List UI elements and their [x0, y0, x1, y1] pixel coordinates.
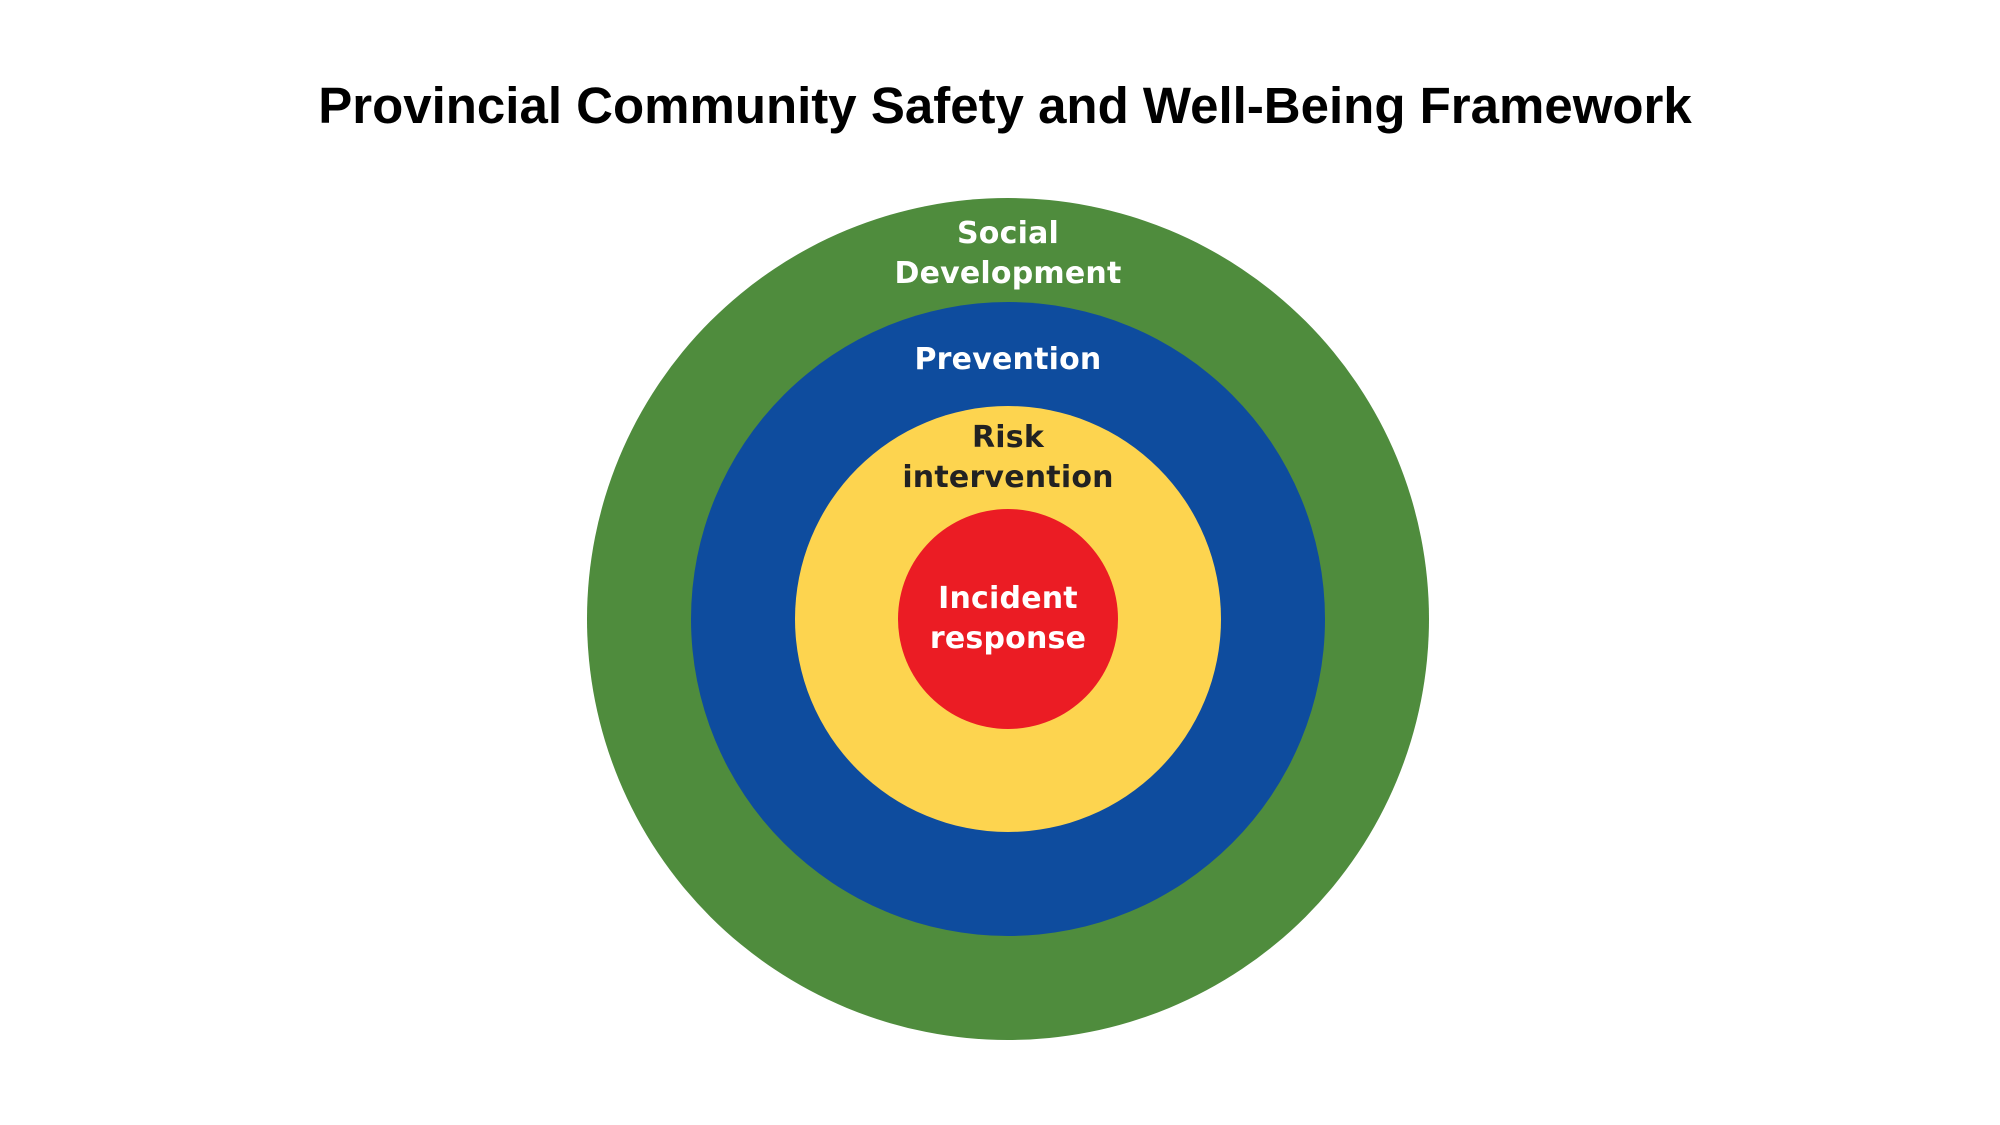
risk-intervention-label-line-2: intervention [902, 460, 1114, 495]
incident-response-label-line-1: Incident [938, 581, 1078, 616]
incident-response-label-line-2: response [929, 621, 1087, 656]
social-development-label-line-2: Development [894, 256, 1122, 291]
risk-intervention-label-line-1: Risk [972, 420, 1044, 455]
incident-response-label: Incident response [898, 579, 1118, 659]
prevention-label: Prevention [691, 340, 1325, 380]
prevention-label-line-1: Prevention [914, 342, 1102, 377]
incident-response-circle: Incident response [898, 509, 1118, 729]
social-development-label-line-1: Social [956, 216, 1059, 251]
risk-intervention-label: Risk intervention [795, 418, 1221, 498]
page-title: Provincial Community Safety and Well-Bei… [318, 77, 1692, 134]
social-development-label: Social Development [587, 214, 1429, 294]
